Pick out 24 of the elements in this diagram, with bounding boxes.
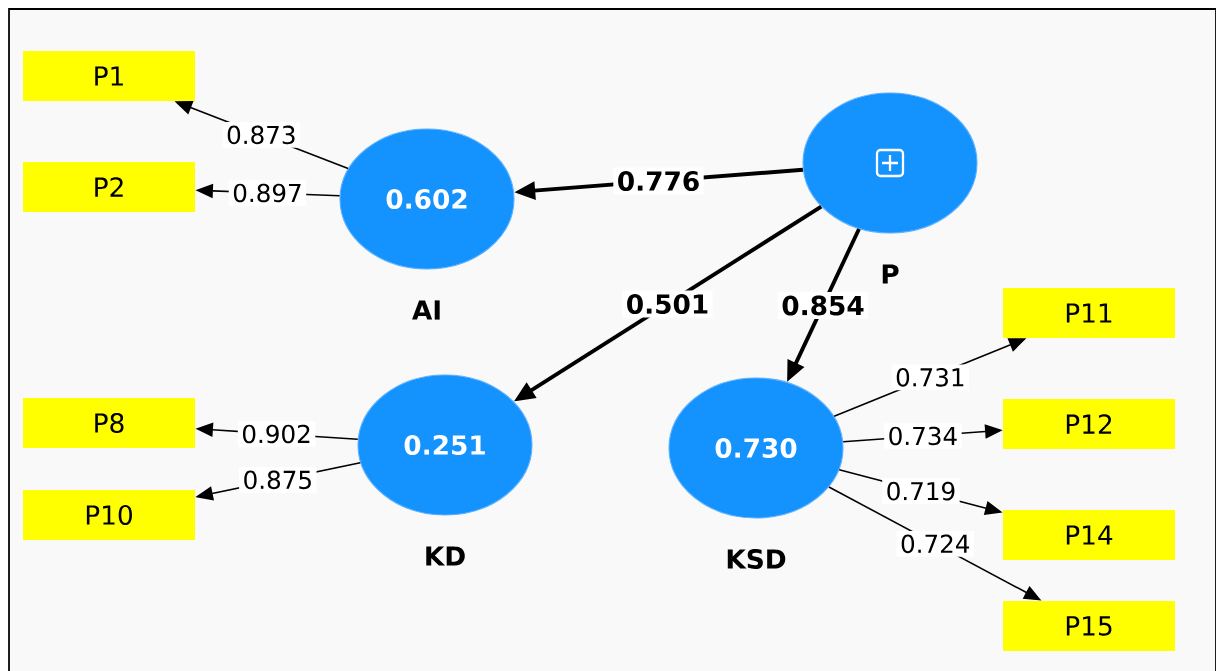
edge-label: 0.719 [882,478,960,504]
edge-label: 0.875 [239,467,317,493]
indicator-box: P12 [1003,399,1175,449]
edge-label: 0.501 [622,290,713,318]
variable-name: AI [412,300,440,320]
variable-name: KSD [727,549,786,569]
edge-label: 0.734 [884,423,962,449]
edge-label: 0.731 [891,364,970,391]
indicator-box: P8 [23,398,195,448]
variable-name: KD [426,546,465,566]
indicator-box: P11 [1003,288,1175,338]
edge-label: 0.854 [777,292,869,319]
indicator-box: P1 [23,51,195,101]
indicator-box: P15 [1003,601,1175,651]
indicator-box: P14 [1003,510,1175,560]
indicator-box: P10 [23,490,195,540]
latent-variable-circle [802,92,978,234]
indicator-box: P2 [23,162,195,212]
edge-label: 0.724 [896,531,974,557]
edge-label: 0.897 [228,180,307,206]
edge-label: 0.873 [222,122,301,148]
edge-label: 0.902 [237,421,316,447]
edge-label: 0.776 [613,167,704,195]
variable-name: P [882,264,899,284]
